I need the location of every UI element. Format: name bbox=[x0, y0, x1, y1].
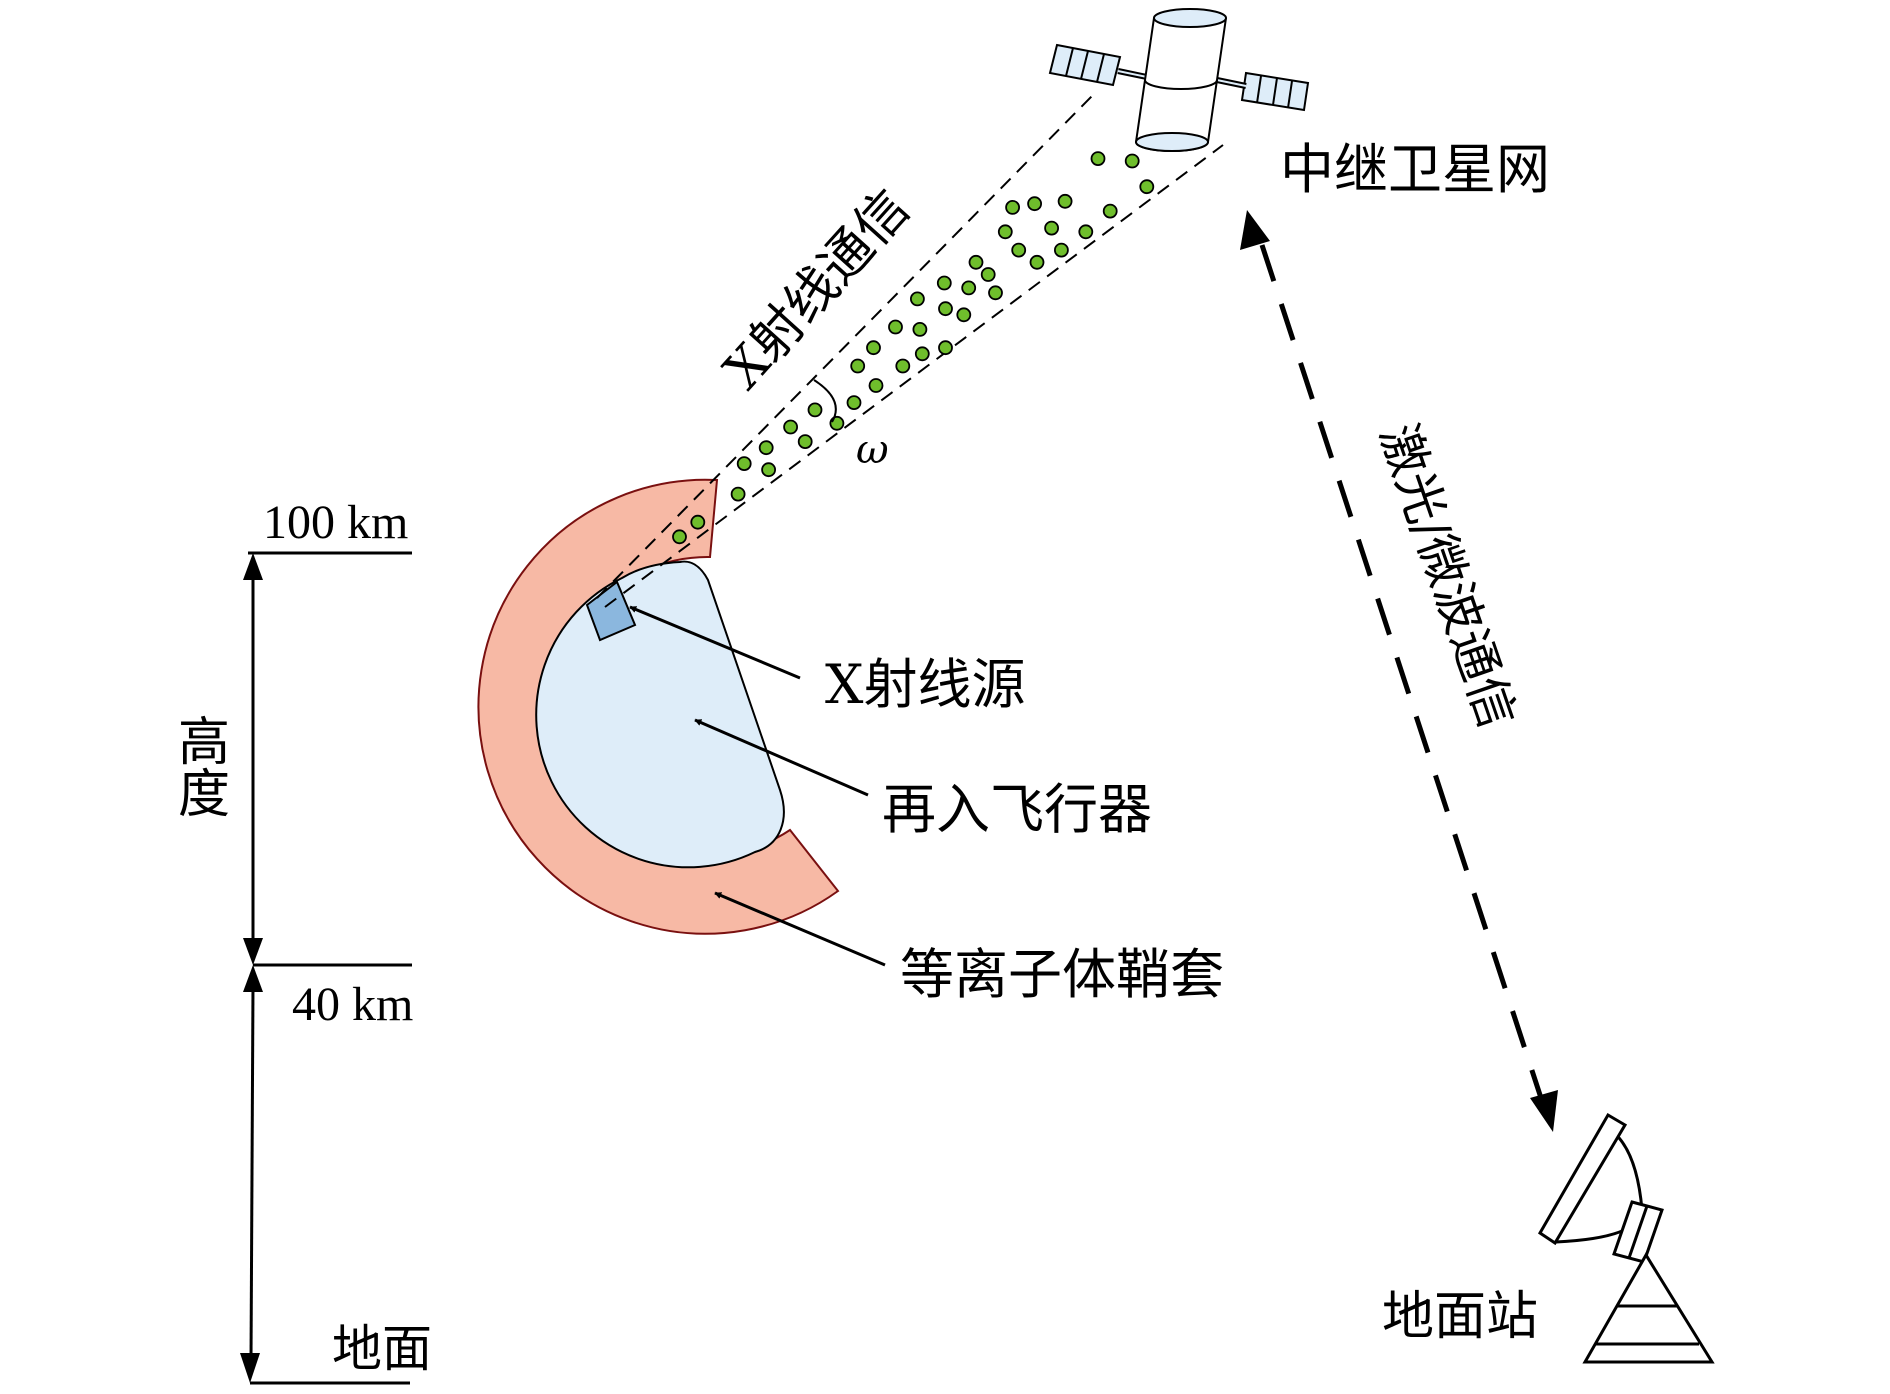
callout-vehicle bbox=[694, 718, 869, 797]
arrow-down-40km bbox=[243, 938, 263, 965]
photon-dot bbox=[895, 358, 911, 374]
xray-source-label: X射线源 bbox=[825, 653, 1025, 716]
tick-40km: 40 km bbox=[292, 978, 413, 1031]
altitude-axis: 100 km 40 km 地面 高 度 bbox=[178, 496, 432, 1385]
photon-dot bbox=[829, 415, 845, 431]
divergence-arc bbox=[813, 379, 837, 423]
photon-dot bbox=[1044, 220, 1059, 236]
photon-dot bbox=[968, 254, 984, 270]
photon-dot bbox=[1090, 151, 1106, 167]
ground-station bbox=[1537, 1112, 1715, 1364]
photon-dot bbox=[910, 291, 925, 307]
photon-dot bbox=[980, 267, 996, 282]
tick-ground: 地面 bbox=[332, 1320, 432, 1378]
arrow-head-up bbox=[1240, 210, 1270, 250]
tick-100km: 100 km bbox=[263, 496, 408, 549]
photon-dot bbox=[1102, 203, 1118, 219]
satellite-bottom bbox=[1135, 132, 1209, 152]
photon-dot bbox=[914, 346, 930, 362]
photon-dot bbox=[1027, 196, 1042, 212]
ground-station-label: 地面站 bbox=[1382, 1287, 1538, 1347]
photon-dot bbox=[1057, 193, 1073, 209]
axis-lower-shaft bbox=[249, 984, 255, 1361]
arrow-up-40km bbox=[243, 965, 263, 992]
arrow-head-down bbox=[1530, 1090, 1558, 1132]
photon-dot bbox=[1029, 254, 1045, 270]
laser-microwave-link bbox=[1259, 244, 1544, 1099]
photon-dot bbox=[868, 378, 884, 393]
photon-dot bbox=[1005, 199, 1020, 215]
arrow-down-ground bbox=[240, 1353, 260, 1383]
photon-dot bbox=[938, 340, 953, 356]
callout-xray-source bbox=[629, 605, 801, 680]
photon-dot bbox=[807, 402, 823, 418]
photon-dot bbox=[938, 301, 953, 317]
divergence-symbol: ω bbox=[856, 427, 889, 473]
arrow-up-100km bbox=[243, 553, 263, 580]
xray-photons bbox=[672, 151, 1155, 545]
vehicle-label: 再入飞行器 bbox=[882, 778, 1152, 841]
photon-dot bbox=[888, 319, 903, 335]
photon-dot bbox=[761, 462, 776, 478]
photon-dot bbox=[846, 395, 862, 411]
photon-dot bbox=[1124, 153, 1140, 169]
photon-dot bbox=[997, 224, 1013, 240]
solar-panel-right bbox=[1240, 71, 1310, 112]
xray-link-label: X射线通信 bbox=[713, 178, 922, 400]
relay-satellite bbox=[1048, 8, 1310, 152]
photon-dot bbox=[988, 285, 1003, 301]
photon-dot bbox=[783, 419, 798, 435]
beam-lower-edge bbox=[604, 144, 1224, 608]
dish-rim bbox=[1537, 1112, 1628, 1246]
photon-dot bbox=[1011, 242, 1027, 258]
photon-dot bbox=[672, 529, 687, 545]
beam-upper-edge bbox=[596, 94, 1094, 599]
photon-dot bbox=[866, 340, 881, 356]
solar-panel-left bbox=[1048, 43, 1122, 87]
photon-dot bbox=[736, 456, 752, 472]
satellite-top bbox=[1153, 8, 1227, 28]
reentry-vehicle bbox=[535, 560, 785, 869]
photon-dot bbox=[961, 280, 977, 296]
altitude-label-1: 高 bbox=[178, 713, 230, 773]
tower bbox=[1582, 1252, 1715, 1364]
photon-dot bbox=[797, 434, 813, 450]
altitude-label-2: 度 bbox=[178, 765, 230, 825]
callout-sheath bbox=[714, 891, 886, 967]
laser-link-label: 激光/微波通信 bbox=[1369, 417, 1527, 735]
photon-dot bbox=[1054, 242, 1069, 258]
photon-dot bbox=[956, 307, 972, 323]
sheath-label: 等离子体鞘套 bbox=[900, 943, 1224, 1006]
photon-dot bbox=[850, 358, 866, 374]
satellite-label: 中继卫星网 bbox=[1280, 138, 1550, 201]
photon-dot bbox=[758, 440, 774, 456]
photon-dot bbox=[912, 321, 928, 337]
photon-dot bbox=[936, 275, 952, 291]
photon-dot bbox=[690, 514, 706, 530]
photon-dot bbox=[1078, 224, 1094, 240]
photon-dot bbox=[730, 486, 746, 502]
photon-dot bbox=[1139, 179, 1155, 195]
